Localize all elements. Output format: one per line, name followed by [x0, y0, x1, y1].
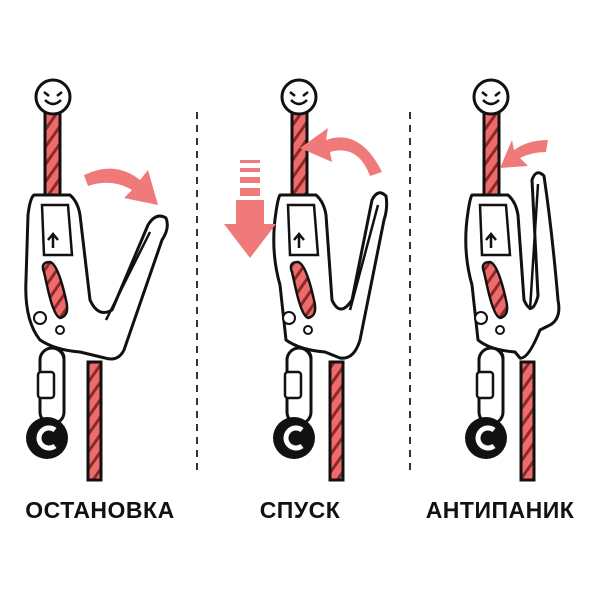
rotate-arrow-icon: [500, 140, 548, 168]
brake-circle: [465, 417, 507, 459]
device-window-top: [286, 203, 320, 257]
brake-circle: [26, 417, 68, 459]
handle-inner: [104, 231, 152, 321]
brake-circle: [273, 417, 315, 459]
anchor-circle: [472, 78, 510, 116]
cam-slot: [41, 260, 69, 320]
rotate-arrow-icon: [300, 128, 382, 176]
device-hole: [282, 311, 296, 325]
up-arrow-icon: [485, 232, 497, 248]
handle-inner: [528, 183, 540, 311]
handle-inner: [348, 204, 380, 311]
down-arrow-icon: [224, 160, 276, 258]
carabiner-lock: [475, 370, 495, 400]
cam-slot: [481, 260, 509, 320]
device-hole: [55, 325, 65, 335]
device-body: [464, 171, 561, 360]
device-hole: [474, 311, 488, 325]
device-hole: [495, 325, 505, 335]
rope-lower: [86, 360, 103, 482]
device-window-top: [40, 203, 74, 257]
caption-antipanic: АНТИПАНИК: [425, 497, 575, 523]
brake-c-icon: [283, 425, 304, 451]
rope-lower: [328, 360, 345, 482]
device-hole: [33, 311, 47, 325]
brake-c-icon: [475, 425, 496, 451]
carabiner-lock: [36, 370, 56, 400]
caption-descent: СПУСК: [259, 497, 341, 523]
anchor-symbol-icon: [481, 91, 501, 106]
panel-stop: [24, 78, 169, 482]
anchor-circle: [34, 78, 72, 116]
rope-lower: [519, 360, 536, 482]
anchor-symbol-icon: [289, 91, 309, 106]
cam-slot: [289, 260, 317, 320]
anchor-circle: [280, 78, 318, 116]
device-hole: [303, 325, 313, 335]
panel-antipanic: [464, 78, 561, 482]
panel-descent: [224, 78, 389, 482]
up-arrow-icon: [293, 232, 305, 248]
anchor-symbol-icon: [43, 91, 63, 106]
up-arrow-icon: [47, 232, 59, 248]
device-window-top: [478, 203, 512, 257]
carabiner-lock: [283, 370, 303, 400]
rotate-arrow-icon: [84, 168, 158, 205]
brake-c-icon: [36, 425, 57, 451]
caption-stop: ОСТАНОВКА: [25, 497, 175, 523]
